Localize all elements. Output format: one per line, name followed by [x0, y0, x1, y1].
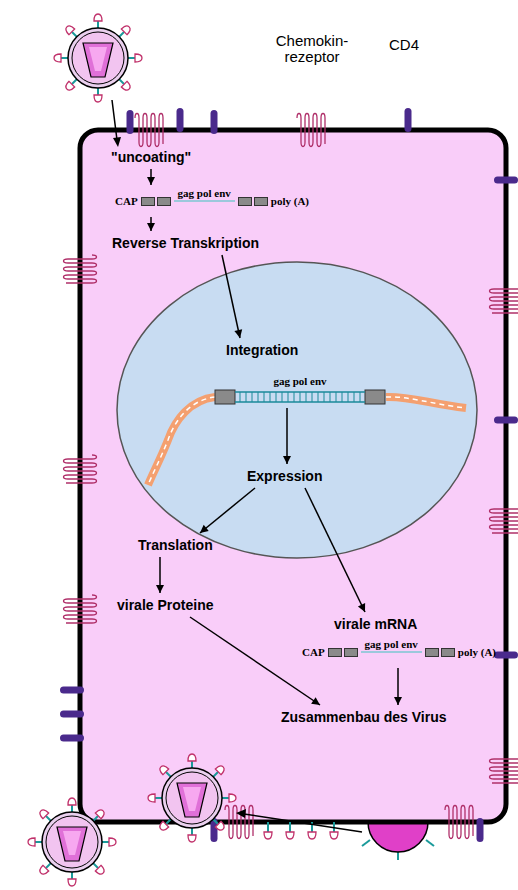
- strand-segment: gag pol env: [174, 187, 235, 215]
- step-label: Translation: [138, 537, 213, 553]
- ltr-box: [157, 197, 171, 206]
- strand-segment: gag pol env: [361, 638, 422, 666]
- process-step: Reverse Transkription: [110, 233, 261, 253]
- ltr-box: [141, 197, 155, 206]
- flow-arrow: [222, 255, 242, 338]
- process-step: virale mRNA: [332, 614, 419, 634]
- step-label: "uncoating": [111, 149, 191, 165]
- process-step: virale Proteine: [115, 595, 216, 615]
- process-step: Integration: [224, 340, 300, 360]
- step-label: virale Proteine: [117, 597, 214, 613]
- dna-ladder: [214, 388, 386, 406]
- arrowhead: [147, 177, 155, 185]
- arrow-line: [286, 408, 288, 464]
- flow-arrow: [156, 557, 164, 593]
- ltr-box: [328, 648, 342, 657]
- flow-arrow: [190, 617, 320, 705]
- strand-line: [174, 200, 235, 202]
- flow-arrow: [147, 169, 155, 185]
- strand-line: [361, 651, 422, 653]
- step-label: Reverse Transkription: [112, 235, 259, 251]
- gene-label: gag pol env: [361, 638, 422, 651]
- ltr-box-pair: [425, 648, 455, 657]
- mrna-strand: CAP gag pol env poly (A): [300, 638, 498, 666]
- arrow-line: [305, 488, 365, 612]
- ltr-box: [441, 648, 455, 657]
- ltr-box: [238, 197, 252, 206]
- strand-end-label: poly (A): [271, 195, 309, 208]
- strand-end-label: CAP: [302, 646, 325, 659]
- step-label: Zusammenbau des Virus: [281, 709, 446, 725]
- strand-end-label: poly (A): [458, 646, 496, 659]
- receptor-label-text: Chemokin- rezeptor: [276, 32, 349, 65]
- arrow-line: [222, 255, 240, 338]
- arrowhead: [147, 223, 155, 231]
- arrow-line: [200, 488, 255, 533]
- arrowhead: [234, 329, 242, 338]
- receptor-label: CD4: [379, 37, 429, 53]
- arrowhead: [156, 585, 164, 593]
- process-step: Translation: [136, 535, 215, 555]
- strand-end-label: CAP: [115, 195, 138, 208]
- gene-label: gag pol env: [174, 187, 235, 200]
- flow-arrow: [394, 668, 402, 705]
- process-step: "uncoating": [109, 147, 193, 167]
- proviral-dna: gag pol env: [214, 375, 386, 406]
- ltr-box: [344, 648, 358, 657]
- receptor-label: Chemokin- rezeptor: [270, 33, 354, 65]
- process-step: Zusammenbau des Virus: [279, 707, 448, 727]
- arrowhead: [200, 525, 209, 533]
- ltr-box: [254, 197, 268, 206]
- arrow-line: [190, 617, 320, 705]
- arrowhead: [283, 456, 291, 464]
- step-label: virale mRNA: [334, 616, 417, 632]
- process-step: Expression: [245, 466, 324, 486]
- flow-arrow: [147, 217, 155, 231]
- receptor-label-text: CD4: [389, 36, 419, 53]
- rna-strand: CAP gag pol env poly (A): [113, 187, 311, 215]
- arrowhead: [358, 603, 365, 612]
- flow-arrow: [200, 488, 255, 533]
- arrowhead: [311, 697, 320, 705]
- step-label: Integration: [226, 342, 298, 358]
- ltr-box-pair: [141, 197, 171, 206]
- ltr-box: [425, 648, 439, 657]
- step-label: Expression: [247, 468, 322, 484]
- ltr-box-pair: [328, 648, 358, 657]
- flow-arrow: [305, 488, 365, 612]
- flow-arrow: [283, 408, 291, 464]
- arrowhead: [394, 697, 402, 705]
- gene-label: gag pol env: [273, 375, 326, 388]
- ltr-box-pair: [238, 197, 268, 206]
